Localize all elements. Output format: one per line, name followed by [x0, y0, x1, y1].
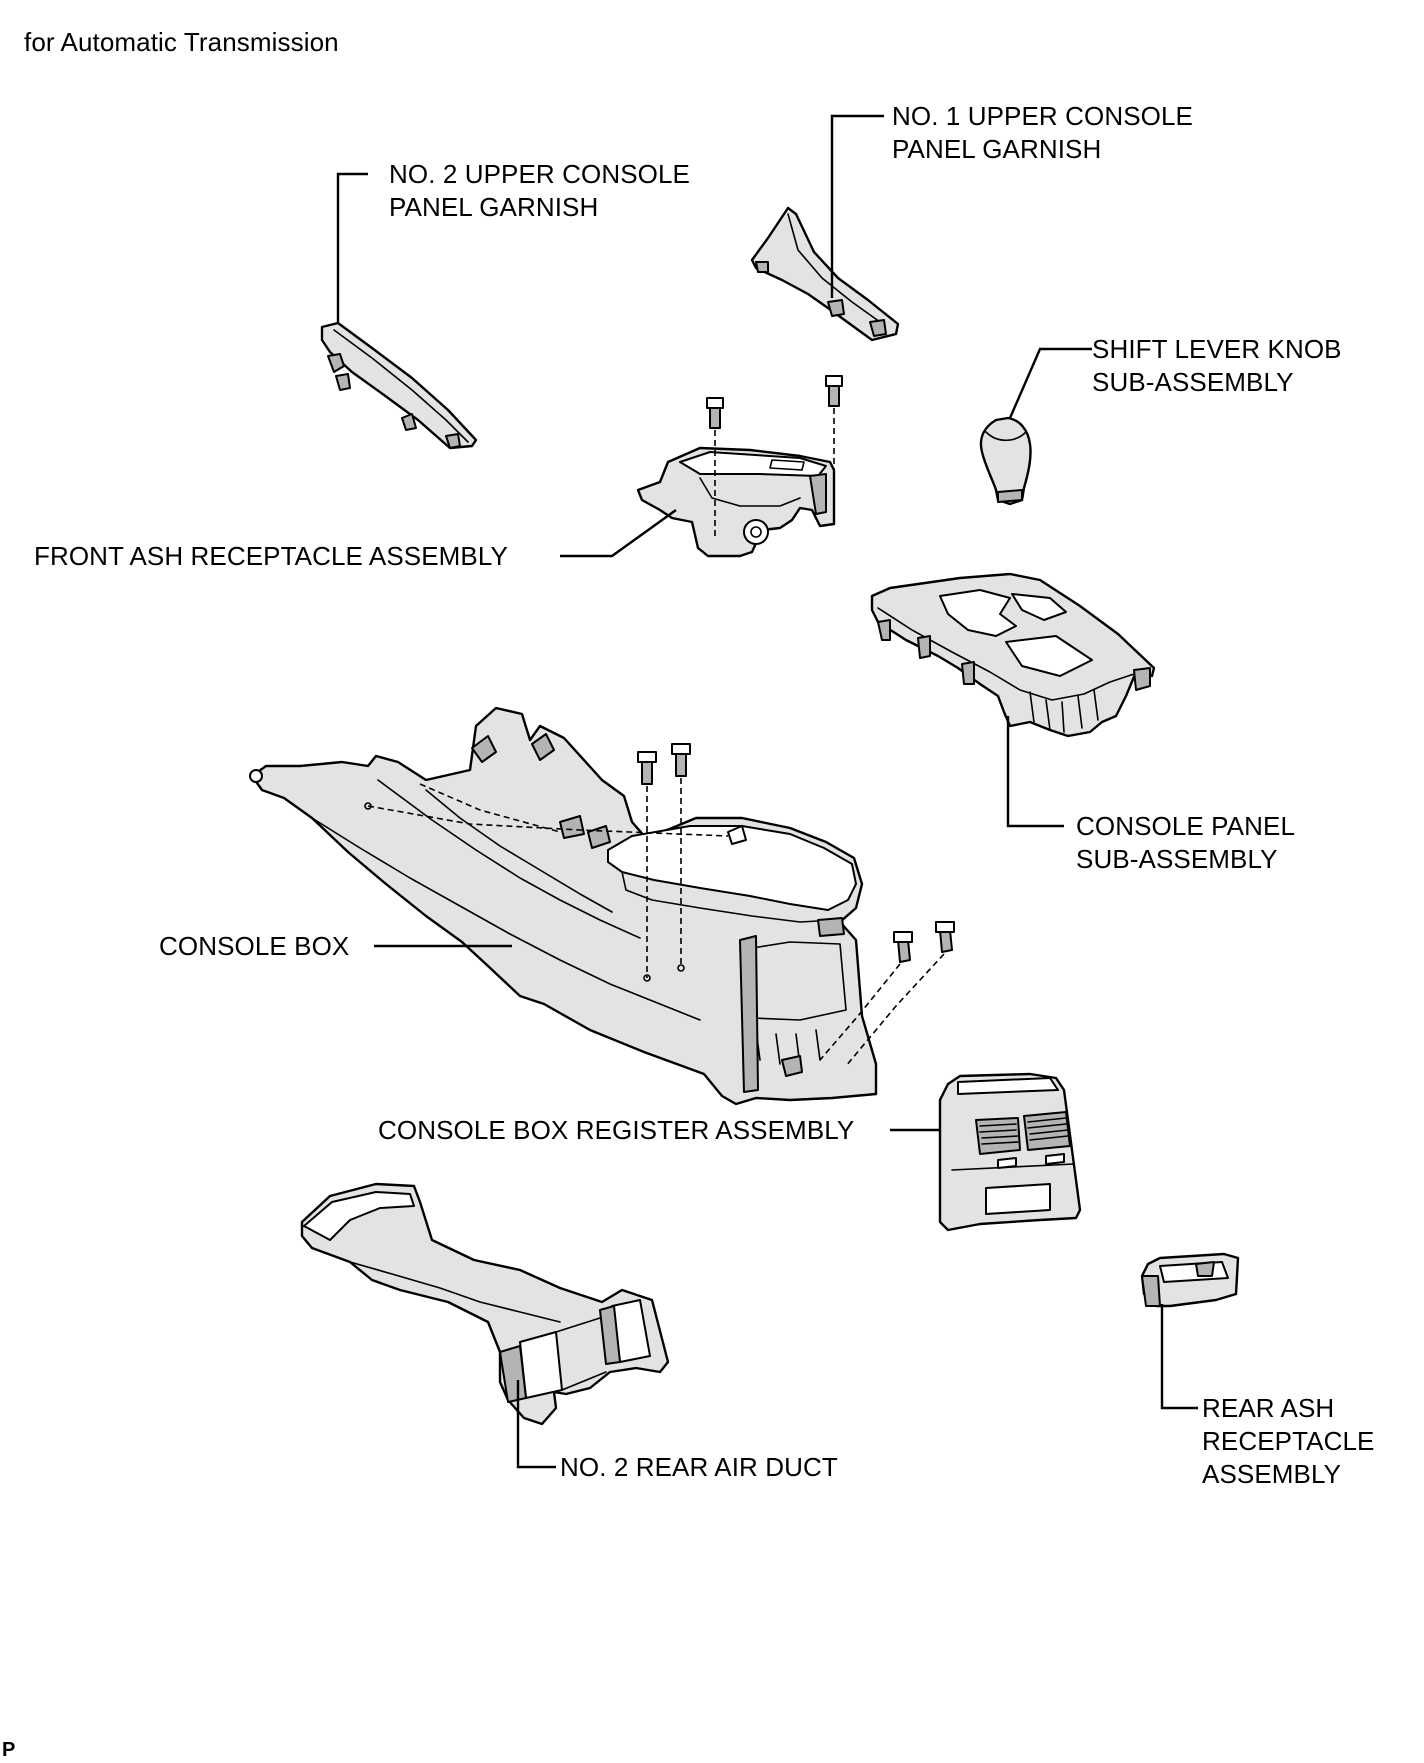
leader-no2-rear-air-duct [516, 1380, 556, 1469]
label-line: PANEL GARNISH [892, 134, 1102, 164]
leader-no1-upper-garnish [830, 114, 884, 298]
leader-front-ash-receptacle [560, 509, 677, 558]
label-line: NO. 2 UPPER CONSOLE [389, 159, 690, 189]
label-console-box: CONSOLE BOX [159, 931, 350, 961]
shift-lever-knob-part [979, 416, 1032, 506]
leader-rear-ash-receptacle [1160, 1304, 1198, 1410]
label-rear-ash-receptacle: REAR ASH RECEPTACLE ASSEMBLY [1202, 1392, 1374, 1491]
label-no1-upper-console-panel-garnish: NO. 1 UPPER CONSOLE PANEL GARNISH [892, 100, 1193, 166]
label-line: CONSOLE PANEL [1076, 811, 1295, 841]
console-panel-part [870, 572, 1156, 738]
leader-console-panel [1006, 716, 1064, 828]
label-line: SHIFT LEVER KNOB [1092, 334, 1342, 364]
label-line: NO. 1 UPPER CONSOLE [892, 101, 1193, 131]
label-no2-upper-console-panel-garnish: NO. 2 UPPER CONSOLE PANEL GARNISH [389, 158, 690, 224]
console-box-part [249, 706, 955, 1106]
front-ash-receptacle-part [636, 375, 843, 558]
no2-upper-console-panel-garnish-part [320, 321, 478, 450]
no1-upper-console-panel-garnish-part [750, 206, 900, 342]
label-front-ash-receptacle: FRONT ASH RECEPTACLE ASSEMBLY [34, 541, 508, 571]
label-no2-rear-air-duct: NO. 2 REAR AIR DUCT [560, 1452, 838, 1482]
label-line: PANEL GARNISH [389, 192, 599, 222]
label-line: ASSEMBLY [1202, 1459, 1342, 1489]
diagram-code: P [2, 1739, 16, 1761]
console-box-register-part [938, 1072, 1082, 1232]
label-shift-lever-knob: SHIFT LEVER KNOB SUB-ASSEMBLY [1092, 333, 1342, 399]
leader-no2-upper-garnish [336, 172, 368, 322]
label-console-panel: CONSOLE PANEL SUB-ASSEMBLY [1076, 810, 1295, 876]
label-line: SUB-ASSEMBLY [1092, 367, 1294, 397]
label-line: SUB-ASSEMBLY [1076, 844, 1278, 874]
label-line: RECEPTACLE [1202, 1426, 1375, 1456]
no2-rear-air-duct-part [300, 1182, 670, 1426]
rear-ash-receptacle-part [1140, 1252, 1240, 1308]
label-line: REAR ASH [1202, 1393, 1335, 1423]
label-console-box-register: CONSOLE BOX REGISTER ASSEMBLY [378, 1115, 855, 1145]
leader-shift-lever-knob [1008, 347, 1092, 419]
diagram-subtitle: for Automatic Transmission [24, 27, 339, 57]
